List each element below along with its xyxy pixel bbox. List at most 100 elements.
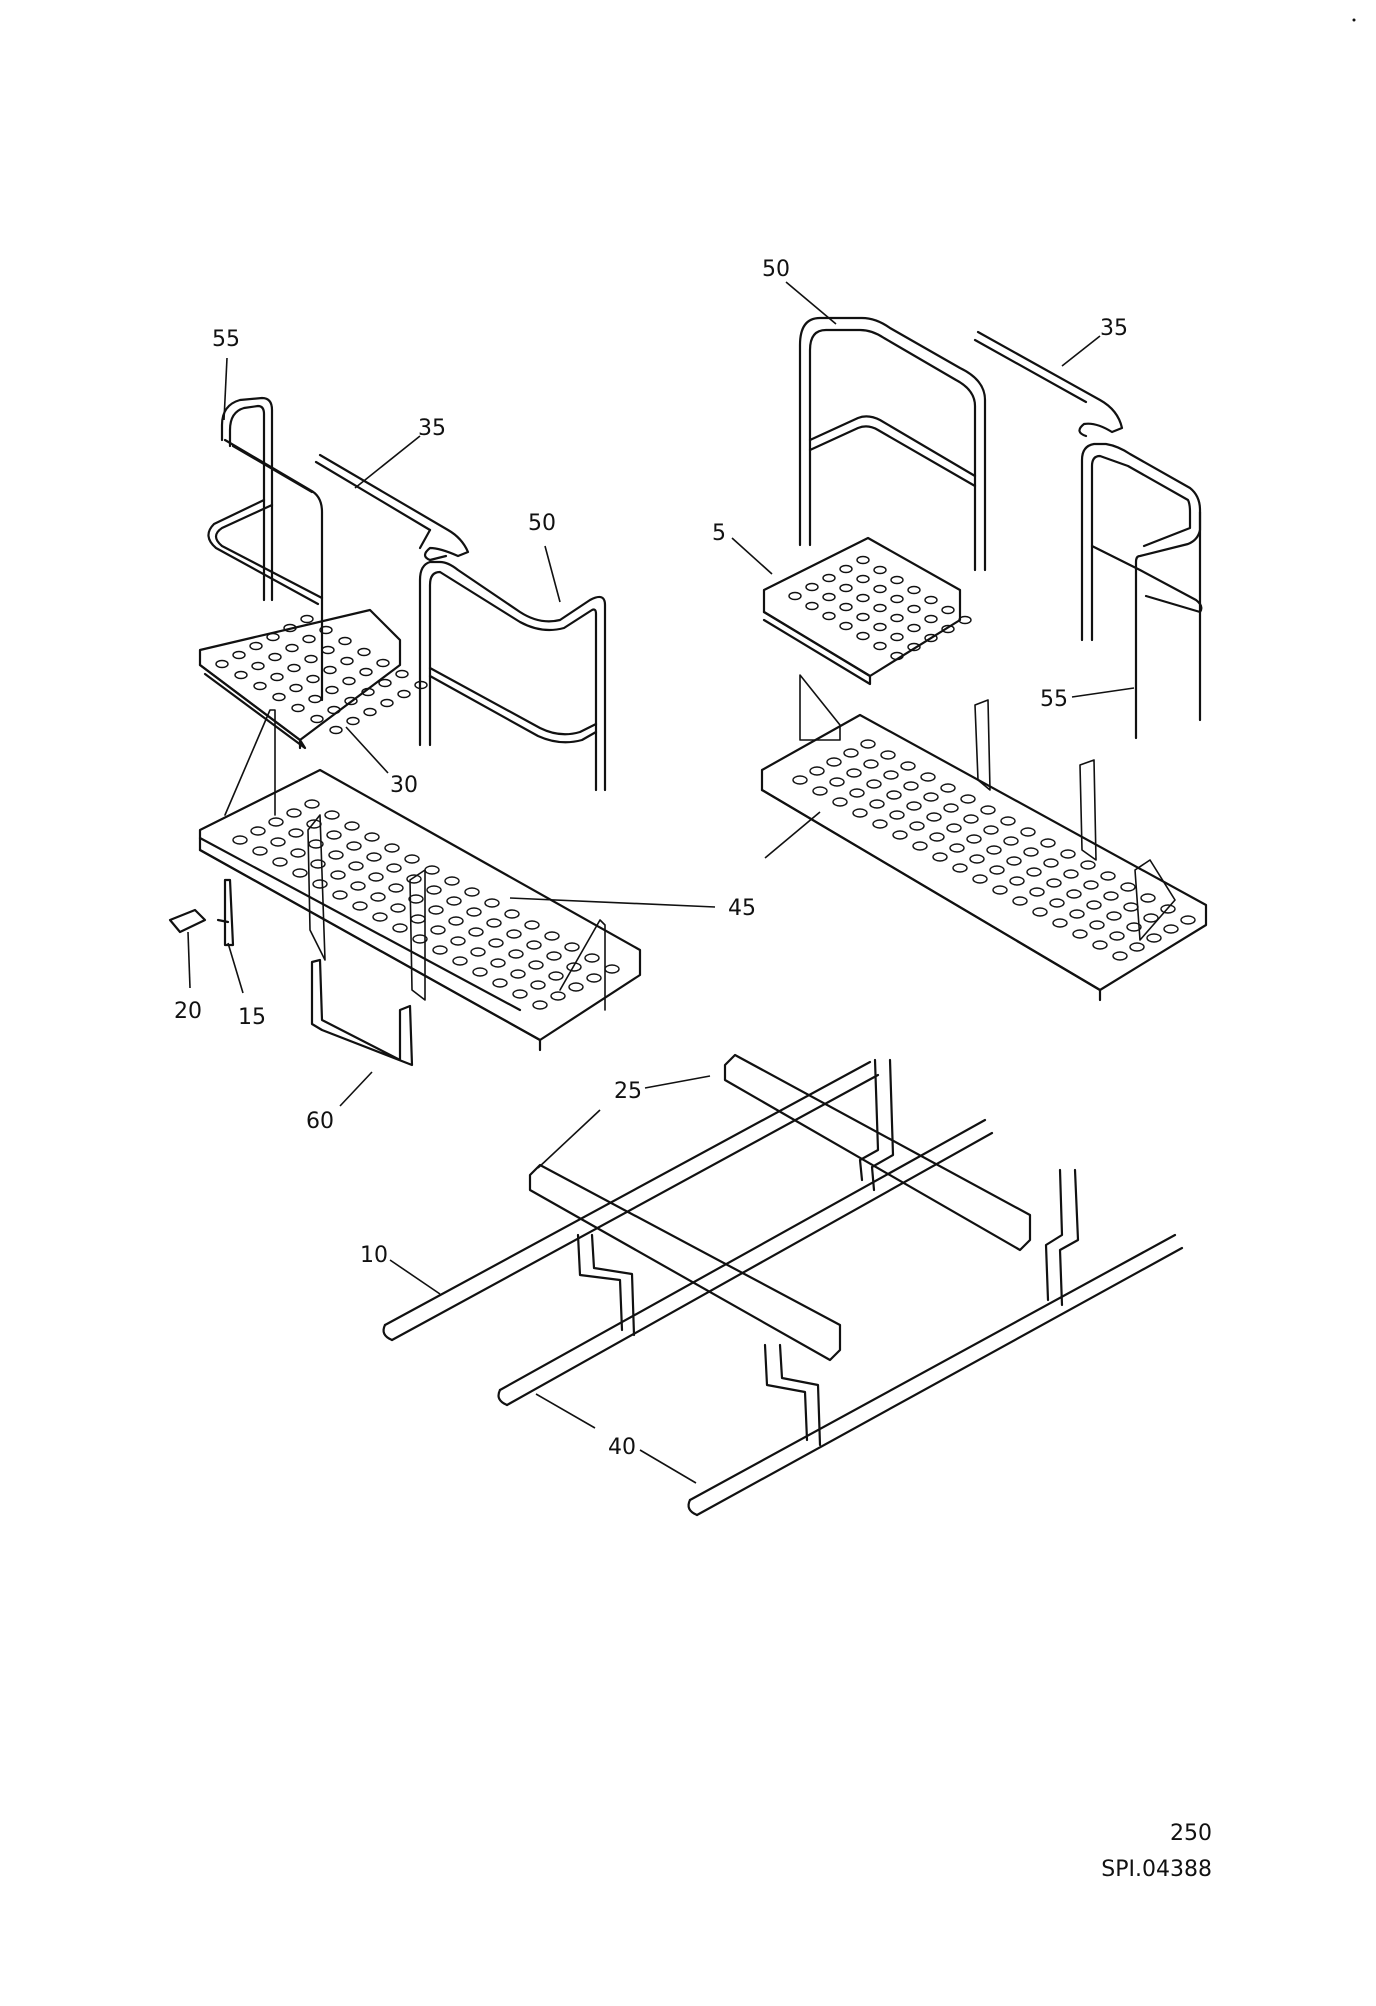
rail-40-middle — [497, 1118, 994, 1407]
perforation-hole — [504, 909, 520, 919]
perforation-hole — [272, 857, 288, 867]
perforation-hole — [1026, 867, 1042, 877]
step-5-perforations — [788, 555, 972, 661]
bracket-60 — [310, 958, 414, 1067]
perforation-hole — [270, 837, 286, 847]
perforation-hole — [873, 565, 887, 575]
perforation-hole — [486, 918, 502, 928]
perforation-hole — [327, 705, 341, 715]
perforation-hole — [444, 876, 460, 886]
perforation-hole — [492, 978, 508, 988]
perforation-hole — [866, 779, 882, 789]
perforation-hole — [253, 681, 267, 691]
perforation-hole — [306, 819, 322, 829]
perforation-hole — [386, 863, 402, 873]
callout-15: 15 — [238, 1005, 266, 1030]
perforation-hole — [1023, 847, 1039, 857]
perforation-hole — [992, 885, 1008, 895]
perforation-hole — [980, 805, 996, 815]
perforation-hole — [346, 716, 360, 726]
perforation-hole — [869, 799, 885, 809]
platform-45-left-perforations — [232, 799, 620, 1010]
perforation-hole — [266, 632, 280, 642]
perforation-hole — [1043, 858, 1059, 868]
perforation-hole — [359, 667, 373, 677]
perforation-hole — [839, 621, 853, 631]
perforation-hole — [310, 859, 326, 869]
callout-10: 10 — [360, 1243, 388, 1268]
perforation-hole — [963, 814, 979, 824]
perforation-hole — [548, 971, 564, 981]
perforation-hole — [856, 631, 870, 641]
perforation-hole — [856, 555, 870, 565]
perforation-hole — [912, 841, 928, 851]
handrail-55-right — [1080, 442, 1203, 740]
perforation-hole — [510, 969, 526, 979]
perforation-hole — [1126, 922, 1142, 932]
perforation-hole — [788, 591, 802, 601]
perforation-hole — [1040, 838, 1056, 848]
perforation-hole — [268, 817, 284, 827]
perforation-hole — [856, 593, 870, 603]
perforation-hole — [342, 676, 356, 686]
perforation-hole — [304, 799, 320, 809]
perforation-hole — [291, 703, 305, 713]
perforation-hole — [564, 942, 580, 952]
perforation-hole — [319, 625, 333, 635]
perforation-hole — [338, 636, 352, 646]
perforation-hole — [232, 835, 248, 845]
perforation-hole — [312, 879, 328, 889]
perforation-hole — [526, 940, 542, 950]
perforation-hole — [1086, 900, 1102, 910]
crossbeam-25-lower — [528, 1163, 842, 1362]
perforation-hole — [843, 748, 859, 758]
callout-40: 40 — [608, 1435, 636, 1460]
perforation-hole — [1100, 871, 1116, 881]
callout-35-right: 35 — [1100, 316, 1128, 341]
perforation-hole — [839, 583, 853, 593]
bar-35-right — [973, 330, 1124, 438]
perforation-hole — [872, 819, 888, 829]
perforation-hole — [506, 929, 522, 939]
perforation-hole — [1140, 893, 1156, 903]
perforation-hole — [330, 870, 346, 880]
perforation-hole — [376, 658, 390, 668]
platform-45-right — [760, 674, 1208, 1002]
step-30 — [198, 608, 402, 750]
perforation-hole — [1063, 869, 1079, 879]
perforation-hole — [1029, 887, 1045, 897]
perforation-hole — [346, 841, 362, 851]
perforation-hole — [1066, 889, 1082, 899]
perforation-hole — [986, 845, 1002, 855]
perforation-hole — [906, 801, 922, 811]
perforation-hole — [270, 672, 284, 682]
callout-55-left: 55 — [212, 327, 240, 352]
perforation-hole — [586, 973, 602, 983]
step-30-perforations — [215, 614, 428, 735]
perforation-hole — [550, 991, 566, 1001]
perforation-hole — [1092, 940, 1108, 950]
bar-35-left — [314, 453, 470, 562]
perforation-hole — [250, 826, 266, 836]
perforation-hole — [406, 874, 422, 884]
perforation-hole — [805, 601, 819, 611]
perforation-hole — [368, 872, 384, 882]
perforation-hole — [890, 575, 904, 585]
perforation-hole — [340, 656, 354, 666]
perforation-hole — [412, 934, 428, 944]
perforation-hole — [1072, 929, 1088, 939]
perforation-hole — [822, 611, 836, 621]
perforation-hole — [446, 896, 462, 906]
perforation-hole — [883, 770, 899, 780]
perforation-hole — [251, 661, 265, 671]
perforation-hole — [880, 750, 896, 760]
callout-20: 20 — [174, 999, 202, 1024]
perforation-hole — [1020, 827, 1036, 837]
pin-20 — [168, 908, 207, 934]
perforation-hole — [890, 651, 904, 661]
perforation-hole — [370, 892, 386, 902]
perforation-hole — [392, 923, 408, 933]
platform-45-right-perforations — [792, 739, 1196, 961]
callout-35-left: 35 — [418, 416, 446, 441]
